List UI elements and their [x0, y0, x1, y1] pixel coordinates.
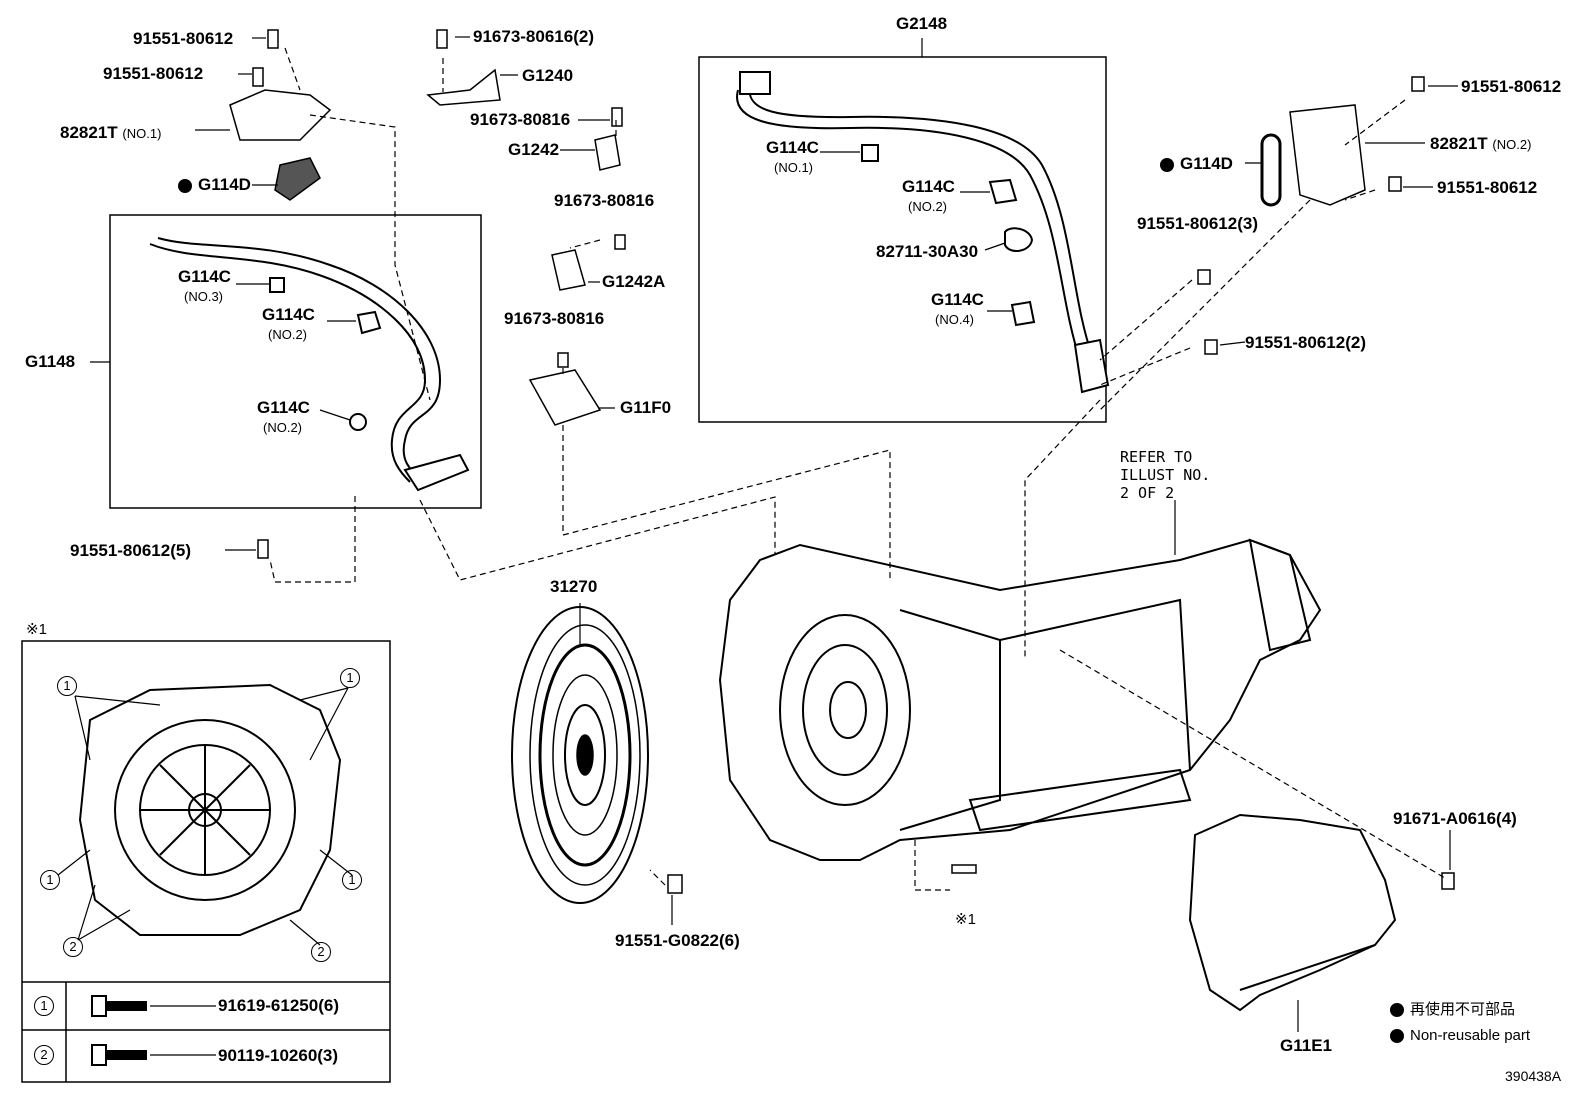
- part-qualifier: (NO.2): [263, 420, 302, 435]
- callout-1: 1: [57, 676, 77, 696]
- part-label: G1148: [25, 352, 76, 371]
- part-qualifier: (NO.1): [774, 160, 813, 175]
- bracket-no2: [1260, 104, 1366, 207]
- illustration-number: 390438A: [1505, 1068, 1562, 1084]
- part-label: 91551-80612: [1437, 178, 1538, 197]
- bracket-no1: [229, 89, 332, 201]
- small-brackets: [426, 68, 621, 426]
- part-label: 91673-80816: [504, 309, 605, 328]
- legend-dot-icon: [1390, 1029, 1404, 1044]
- part-label: 82711-30A30: [876, 242, 979, 261]
- refer-line: REFER TO: [1120, 448, 1193, 466]
- part-label: 91551-80612: [1461, 77, 1562, 96]
- part-label: 91671-A0616(4): [1393, 809, 1517, 828]
- part-qualifier: (NO.2): [908, 199, 947, 214]
- legend-text: 再使用不可部品: [1410, 1001, 1516, 1018]
- dashed-lines: [269, 47, 1446, 891]
- g2148-box: [698, 56, 1107, 423]
- callout-1: 1: [40, 870, 60, 890]
- part-label: 91673-80816: [554, 191, 655, 210]
- legend-dot-icon: [1390, 1003, 1404, 1018]
- legend-jp: 再使用不可部品: [1390, 1001, 1516, 1018]
- bolts: [252, 29, 1455, 894]
- transmission: [718, 538, 1322, 861]
- non-reusable-marker: [178, 178, 192, 193]
- part-label: 91551-80612(2): [1245, 333, 1366, 352]
- callout-2: 2: [311, 942, 331, 962]
- part-label: G114C: [178, 267, 231, 286]
- part-label: G1242A: [602, 272, 666, 291]
- callout-1: 1: [340, 668, 360, 688]
- legend-en: Non-reusable part: [1390, 1027, 1531, 1044]
- part-label: G11F0: [620, 398, 672, 417]
- part-label: 91551-80612: [103, 64, 204, 83]
- part-label: 82821T (NO.1): [60, 124, 161, 141]
- part-label: 82821T (NO.2): [1430, 135, 1531, 152]
- part-label: 91551-80612(3): [1137, 214, 1258, 233]
- refer-line: ILLUST NO.: [1120, 466, 1211, 484]
- part-number: G114D: [1180, 154, 1233, 173]
- part-label: 91673-80616(2): [473, 27, 594, 46]
- part-qualifier: (NO.2): [1492, 137, 1532, 152]
- part-label: 91551-G0822(6): [615, 931, 740, 950]
- table-part-number: 91619-61250(6): [218, 996, 339, 1015]
- refer-note: REFER TO ILLUST NO. 2 OF 2: [1120, 448, 1210, 502]
- callout-1: 1: [342, 870, 362, 890]
- part-number: 82821T: [1430, 134, 1488, 153]
- table-part-number: 90119-10260(3): [218, 1046, 339, 1065]
- table-callout-2: 2: [34, 1045, 54, 1065]
- part-label: 31270: [550, 577, 598, 596]
- part-label: G1242: [508, 140, 560, 159]
- leader-lines: [57, 36, 1458, 1056]
- g2148-harness: [736, 71, 1110, 394]
- part-label: 91673-80816: [470, 110, 571, 129]
- part-label: G114D: [1160, 155, 1233, 172]
- g11e1-part: [1188, 813, 1397, 1012]
- part-number: 82821T: [60, 123, 118, 142]
- detail-reference: ※1: [955, 911, 976, 928]
- refer-line: 2 OF 2: [1120, 484, 1175, 502]
- non-reusable-marker: [1160, 157, 1174, 172]
- part-label: G2148: [896, 14, 948, 33]
- part-label: 91551-80612: [133, 29, 234, 48]
- legend-text: Non-reusable part: [1410, 1027, 1531, 1044]
- part-label: G114C: [262, 305, 315, 324]
- part-label: G114C: [931, 290, 984, 309]
- torque-converter: [511, 606, 649, 904]
- callout-2: 2: [63, 937, 83, 957]
- part-qualifier: (NO.3): [184, 289, 223, 304]
- part-label: G114D: [178, 176, 251, 193]
- detail-box: [21, 640, 391, 1083]
- table-callout-1: 1: [34, 996, 54, 1016]
- part-label: 91551-80612(5): [70, 541, 191, 560]
- part-number: G114D: [198, 175, 251, 194]
- part-label: G114C: [257, 398, 310, 417]
- detail-housing: [78, 683, 342, 936]
- part-label: G1240: [522, 66, 574, 85]
- part-qualifier: (NO.2): [268, 327, 307, 342]
- part-label: G114C: [766, 138, 819, 157]
- part-qualifier: (NO.4): [935, 312, 974, 327]
- part-label: G114C: [902, 177, 955, 196]
- table-bolt-icons: [91, 995, 147, 1066]
- g1148-harness: [149, 237, 470, 492]
- part-qualifier: (NO.1): [122, 126, 162, 141]
- detail-reference: ※1: [26, 621, 47, 638]
- part-label: G11E1: [1280, 1036, 1332, 1055]
